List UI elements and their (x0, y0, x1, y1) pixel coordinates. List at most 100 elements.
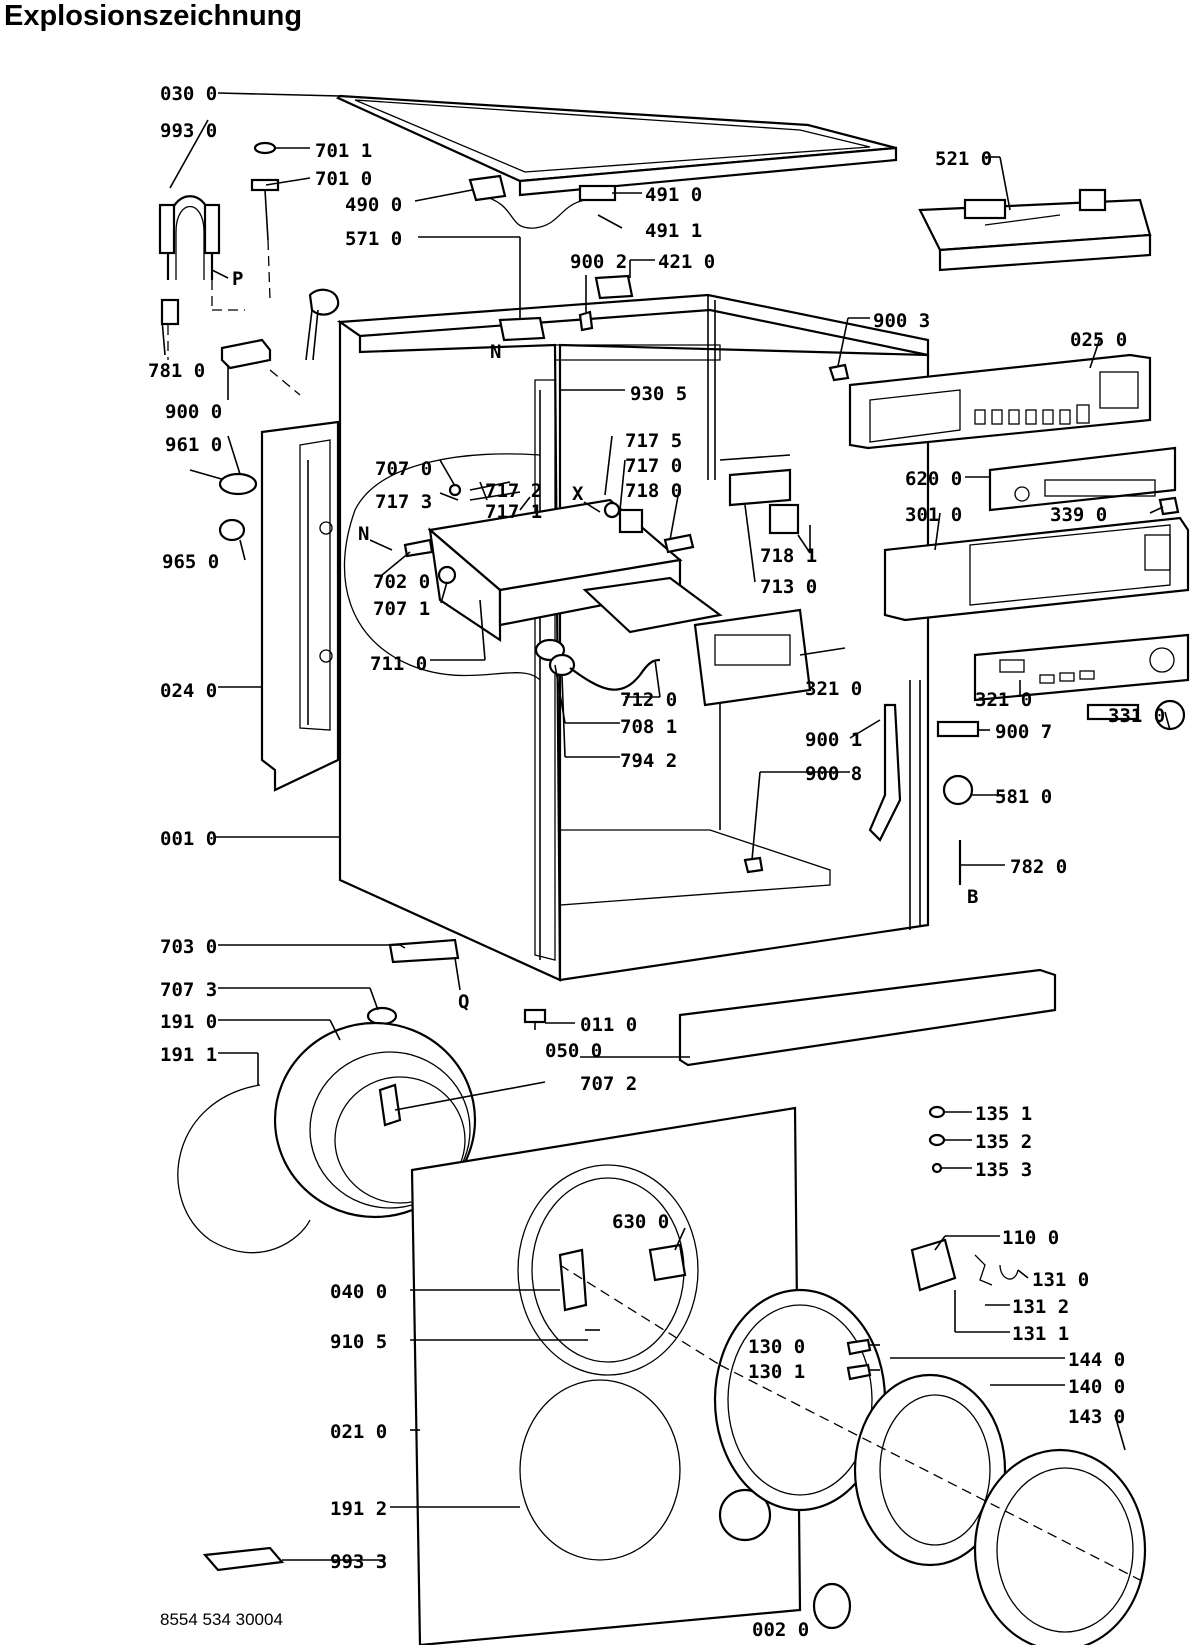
part-label-191-0: 191 0 (160, 1011, 217, 1033)
part-label-781-0: 781 0 (148, 360, 205, 382)
part-label-002-0: 002 0 (752, 1619, 809, 1641)
part-label-900-8: 900 8 (805, 763, 862, 785)
part-label-131-2: 131 2 (1012, 1296, 1069, 1318)
part-drawings (158, 94, 1190, 1645)
part-label-331-0: 331 0 (1108, 705, 1165, 727)
part-label-707-3: 707 3 (160, 979, 217, 1001)
part-label-339-0: 339 0 (1050, 504, 1107, 526)
part-label-717-1: 717 1 (485, 501, 542, 523)
bracket-drawing (220, 338, 272, 370)
control-panel-drawing (848, 353, 1152, 450)
part-label-491-1: 491 1 (645, 220, 702, 242)
part-label-702-0: 702 0 (373, 571, 430, 593)
document-number: 8554 534 30004 (160, 1610, 283, 1629)
part-label-707-2: 707 2 (580, 1073, 637, 1095)
part-label-024-0: 024 0 (160, 680, 217, 702)
marker-n-top: N (490, 341, 501, 363)
marker-p: P (232, 268, 243, 290)
rear-panel-drawing (260, 420, 340, 792)
marker-n-left: N (358, 523, 369, 545)
tube-drawing (388, 938, 460, 964)
part-label-961-0: 961 0 (165, 434, 222, 456)
wiring-drawing (479, 194, 586, 229)
part-label-711-0: 711 0 (370, 653, 427, 675)
part-label-191-1: 191 1 (160, 1044, 217, 1066)
module-drawing (918, 188, 1152, 272)
part-label-571-0: 571 0 (345, 228, 402, 250)
part-label-490-0: 490 0 (345, 194, 402, 216)
part-label-718-1: 718 1 (760, 545, 817, 567)
part-label-900-1: 900 1 (805, 729, 862, 751)
part-label-782-0: 782 0 (1010, 856, 1067, 878)
marker-x: X (572, 483, 584, 505)
plinth-drawing (678, 968, 1057, 1067)
part-label-993-0: 993 0 (160, 120, 217, 142)
part-label-993-3: 993 3 (330, 1551, 387, 1573)
part-label-421-0: 421 0 (658, 251, 715, 273)
part-label-707-1: 707 1 (373, 598, 430, 620)
hose-spring-drawing (158, 195, 245, 360)
part-label-930-5: 930 5 (630, 383, 687, 405)
part-label-321-0: 321 0 (805, 678, 862, 700)
part-label-965-0: 965 0 (162, 551, 219, 573)
part-label-050-0: 050 0 (545, 1040, 602, 1062)
connection-markers: P N N X Q B (211, 268, 978, 1013)
part-label-321-0-b: 321 0 (975, 689, 1032, 711)
part-label-130-0: 130 0 (748, 1336, 805, 1358)
leader-lines (161, 92, 1171, 1629)
part-label-521-0: 521 0 (935, 148, 992, 170)
part-label-620-0: 620 0 (905, 468, 962, 490)
part-label-900-2: 900 2 (570, 251, 627, 273)
page-title: Explosionszeichnung (4, 0, 303, 32)
part-label-701-1: 701 1 (315, 140, 372, 162)
part-label-712-0: 712 0 (620, 689, 677, 711)
part-label-030-0: 030 0 (160, 83, 217, 105)
part-label-910-5: 910 5 (330, 1331, 387, 1353)
part-label-130-1: 130 1 (748, 1361, 805, 1383)
part-label-135-2: 135 2 (975, 1131, 1032, 1153)
part-label-707-0: 707 0 (375, 458, 432, 480)
part-label-717-2: 717 2 (485, 480, 542, 502)
part-label-701-0: 701 0 (315, 168, 372, 190)
door-ring-drawing (713, 1288, 1147, 1645)
part-labels: 030 0 993 0 701 1 701 0 490 0 491 0 491 … (148, 83, 1165, 1641)
part-label-717-5: 717 5 (625, 430, 682, 452)
part-label-135-1: 135 1 (975, 1103, 1032, 1125)
part-label-717-3: 717 3 (375, 491, 432, 513)
part-label-144-0: 144 0 (1068, 1349, 1125, 1371)
part-label-717-0: 717 0 (625, 455, 682, 477)
part-label-011-0: 011 0 (580, 1014, 637, 1036)
part-label-713-0: 713 0 (760, 576, 817, 598)
part-label-581-0: 581 0 (995, 786, 1052, 808)
part-label-900-0: 900 0 (165, 401, 222, 423)
part-label-191-2: 191 2 (330, 1498, 387, 1520)
part-label-630-0: 630 0 (612, 1211, 669, 1233)
dispenser-drawing (403, 481, 812, 707)
marker-b: B (967, 886, 978, 908)
part-label-135-3: 135 3 (975, 1159, 1032, 1181)
part-label-708-1: 708 1 (620, 716, 677, 738)
part-label-040-0: 040 0 (330, 1281, 387, 1303)
door-handle-drawing (910, 1238, 957, 1292)
part-label-900-3: 900 3 (873, 310, 930, 332)
part-label-131-0: 131 0 (1032, 1269, 1089, 1291)
part-label-021-0: 021 0 (330, 1421, 387, 1443)
part-label-703-0: 703 0 (160, 936, 217, 958)
part-label-794-2: 794 2 (620, 750, 677, 772)
part-label-110-0: 110 0 (1002, 1227, 1059, 1249)
part-label-900-7: 900 7 (995, 721, 1052, 743)
part-label-718-0: 718 0 (625, 480, 682, 502)
marker-q: Q (458, 991, 469, 1013)
front-frame-drawing (883, 516, 1190, 622)
part-label-001-0: 001 0 (160, 828, 217, 850)
front-panel-drawing (410, 1106, 802, 1645)
part-label-143-0: 143 0 (1068, 1406, 1125, 1428)
part-label-491-0: 491 0 (645, 184, 702, 206)
part-label-131-1: 131 1 (1012, 1323, 1069, 1345)
part-label-025-0: 025 0 (1070, 329, 1127, 351)
part-label-140-0: 140 0 (1068, 1376, 1125, 1398)
decor-strip-drawing (973, 633, 1190, 702)
part-label-301-0: 301 0 (905, 504, 962, 526)
board-drawing (988, 446, 1177, 512)
